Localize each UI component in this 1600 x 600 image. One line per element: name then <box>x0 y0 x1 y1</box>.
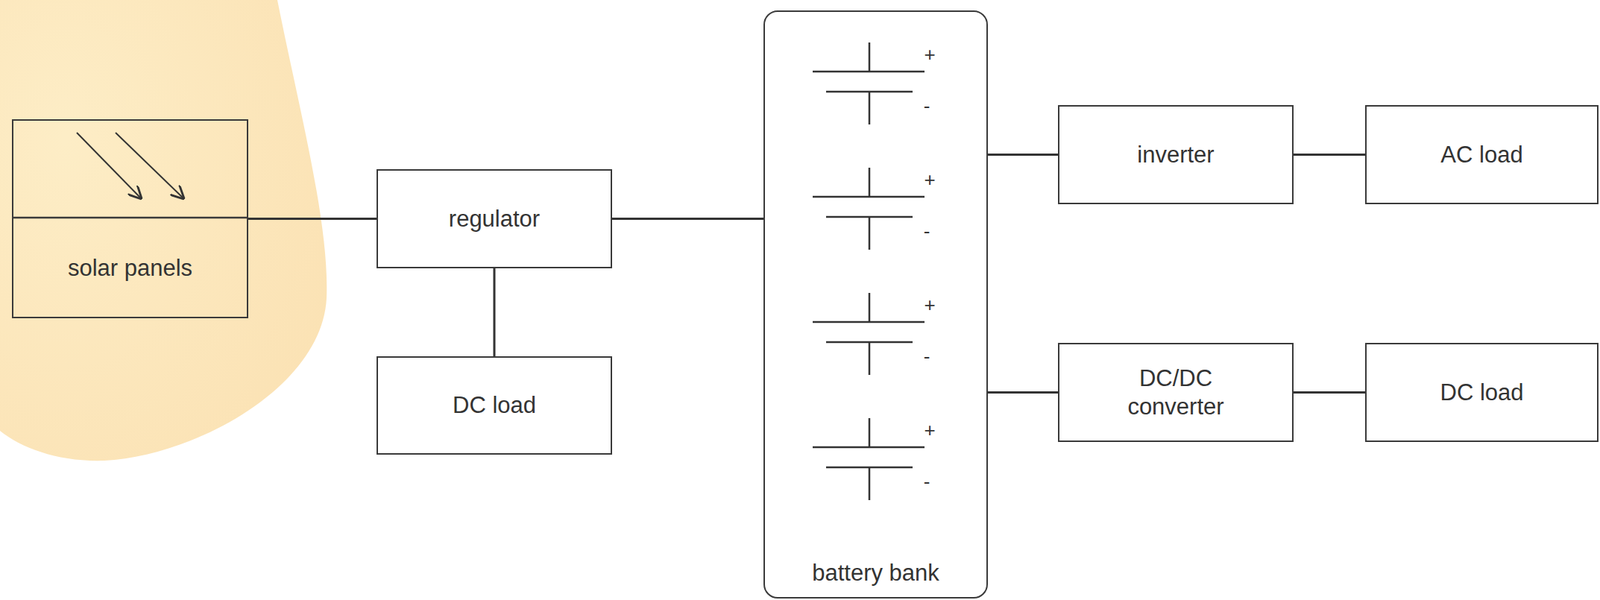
polarity-sign: - <box>923 346 931 367</box>
box-label: AC load <box>1440 140 1523 169</box>
polarity-sign: + <box>923 169 935 190</box>
sun-ray <box>115 132 184 199</box>
polarity-sign: - <box>923 96 931 116</box>
wire <box>493 268 496 357</box>
load-box: DC load <box>1365 342 1599 443</box>
wire <box>987 153 1058 156</box>
box-label: DC load <box>452 391 537 420</box>
polarity-sign: + <box>923 44 935 65</box>
inverter-box: inverter <box>1057 105 1294 205</box>
battery-cells <box>812 42 925 501</box>
polarity-sign: + <box>923 295 935 315</box>
polarity-sign: - <box>923 221 931 241</box>
converter-box: DC/DC converter <box>1057 342 1294 443</box>
sun-ray <box>76 132 141 199</box>
box-label: inverter <box>1136 140 1214 169</box>
battery-bank-box: battery bank <box>763 10 988 599</box>
box-label: battery bank <box>811 559 940 587</box>
wire <box>248 217 377 220</box>
panel-divider <box>11 216 249 220</box>
wire <box>1293 391 1366 394</box>
wire <box>612 217 764 220</box>
sunlight-area <box>0 0 327 461</box>
box-label: solar panels <box>67 254 193 282</box>
wire <box>1293 153 1366 156</box>
load-box: DC load <box>376 356 613 455</box>
polarity-sign: - <box>923 471 931 492</box>
load-box: AC load <box>1365 105 1599 205</box>
box-label: DC/DC converter <box>1108 364 1243 420</box>
solar-panel-box: solar panels <box>11 119 249 319</box>
box-label: regulator <box>448 205 540 233</box>
box-label: DC load <box>1440 378 1524 407</box>
regulator-box: regulator <box>376 169 613 269</box>
wire <box>987 391 1058 394</box>
polarity-sign: + <box>923 420 935 440</box>
